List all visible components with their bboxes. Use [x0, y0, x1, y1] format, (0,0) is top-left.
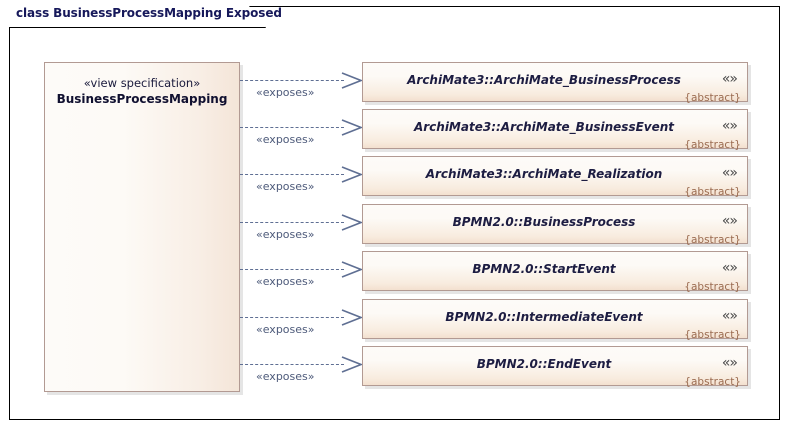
- abstract-constraint-label: {abstract}: [684, 376, 741, 388]
- exposes-connector[interactable]: «exposes»: [240, 166, 364, 198]
- exposed-element-node[interactable]: ArchiMate3::ArchiMate_Realization «»{abst…: [362, 156, 748, 198]
- connector-dashed-line: [240, 317, 344, 318]
- stereotype-guillemets-icon: «»: [721, 71, 738, 87]
- connector-label: «exposes»: [256, 180, 315, 193]
- exposes-connector[interactable]: «exposes»: [240, 214, 364, 246]
- view-specification-stereotype: «view specification»: [83, 76, 201, 90]
- exposed-element-node[interactable]: ArchiMate3::ArchiMate_BusinessProcess «»{…: [362, 62, 748, 104]
- arrowhead-icon: [340, 309, 364, 326]
- connector-dashed-line: [240, 80, 344, 81]
- exposes-connector[interactable]: «exposes»: [240, 309, 364, 341]
- stereotype-guillemets-icon: «»: [721, 165, 738, 181]
- view-specification-name: BusinessProcessMapping: [56, 92, 228, 106]
- exposes-connector[interactable]: «exposes»: [240, 72, 364, 104]
- arrowhead-icon: [340, 261, 364, 278]
- exposed-element-node[interactable]: BPMN2.0::IntermediateEvent «»{abstract}: [362, 299, 748, 341]
- stereotype-guillemets-icon: «»: [721, 260, 738, 276]
- connector-dashed-line: [240, 127, 344, 128]
- exposed-element-name: BPMN2.0::BusinessProcess: [452, 215, 636, 229]
- exposed-element-node[interactable]: ArchiMate3::ArchiMate_BusinessEvent «»{ab…: [362, 109, 748, 151]
- exposed-element-node[interactable]: BPMN2.0::StartEvent «»{abstract}: [362, 251, 748, 293]
- connector-dashed-line: [240, 269, 344, 270]
- connector-label: «exposes»: [256, 275, 315, 288]
- arrowhead-icon: [340, 119, 364, 136]
- abstract-constraint-label: {abstract}: [684, 329, 741, 341]
- stereotype-guillemets-icon: «»: [721, 355, 738, 371]
- exposed-element-name: BPMN2.0::IntermediateEvent: [445, 310, 643, 324]
- exposed-element-name: ArchiMate3::ArchiMate_BusinessProcess: [407, 73, 681, 87]
- connector-dashed-line: [240, 364, 344, 365]
- arrowhead-icon: [340, 166, 364, 183]
- exposed-element-node[interactable]: BPMN2.0::EndEvent «»{abstract}: [362, 346, 748, 388]
- arrowhead-icon: [340, 72, 364, 89]
- exposed-element-node[interactable]: BPMN2.0::BusinessProcess «»{abstract}: [362, 204, 748, 246]
- exposed-element-name: BPMN2.0::EndEvent: [476, 357, 612, 371]
- stereotype-guillemets-icon: «»: [721, 118, 738, 134]
- abstract-constraint-label: {abstract}: [684, 139, 741, 151]
- arrowhead-icon: [340, 214, 364, 231]
- abstract-constraint-label: {abstract}: [684, 234, 741, 246]
- abstract-constraint-label: {abstract}: [684, 186, 741, 198]
- arrowhead-icon: [340, 356, 364, 373]
- stereotype-guillemets-icon: «»: [721, 213, 738, 229]
- exposes-connector[interactable]: «exposes»: [240, 356, 364, 388]
- diagram-title-label: class BusinessProcessMapping Exposed: [16, 6, 282, 20]
- exposes-connector[interactable]: «exposes»: [240, 119, 364, 151]
- connector-label: «exposes»: [256, 133, 315, 146]
- exposes-connector[interactable]: «exposes»: [240, 261, 364, 293]
- abstract-constraint-label: {abstract}: [684, 281, 741, 293]
- connector-dashed-line: [240, 222, 344, 223]
- exposed-element-name: BPMN2.0::StartEvent: [472, 262, 616, 276]
- exposed-element-name: ArchiMate3::ArchiMate_BusinessEvent: [413, 120, 675, 134]
- exposed-element-name: ArchiMate3::ArchiMate_Realization: [425, 167, 663, 181]
- connector-label: «exposes»: [256, 228, 315, 241]
- view-specification-node[interactable]: «view specification» BusinessProcessMapp…: [44, 62, 240, 392]
- connector-dashed-line: [240, 174, 344, 175]
- connector-label: «exposes»: [256, 370, 315, 383]
- connector-label: «exposes»: [256, 86, 315, 99]
- abstract-constraint-label: {abstract}: [684, 92, 741, 104]
- stereotype-guillemets-icon: «»: [721, 308, 738, 324]
- connector-label: «exposes»: [256, 323, 315, 336]
